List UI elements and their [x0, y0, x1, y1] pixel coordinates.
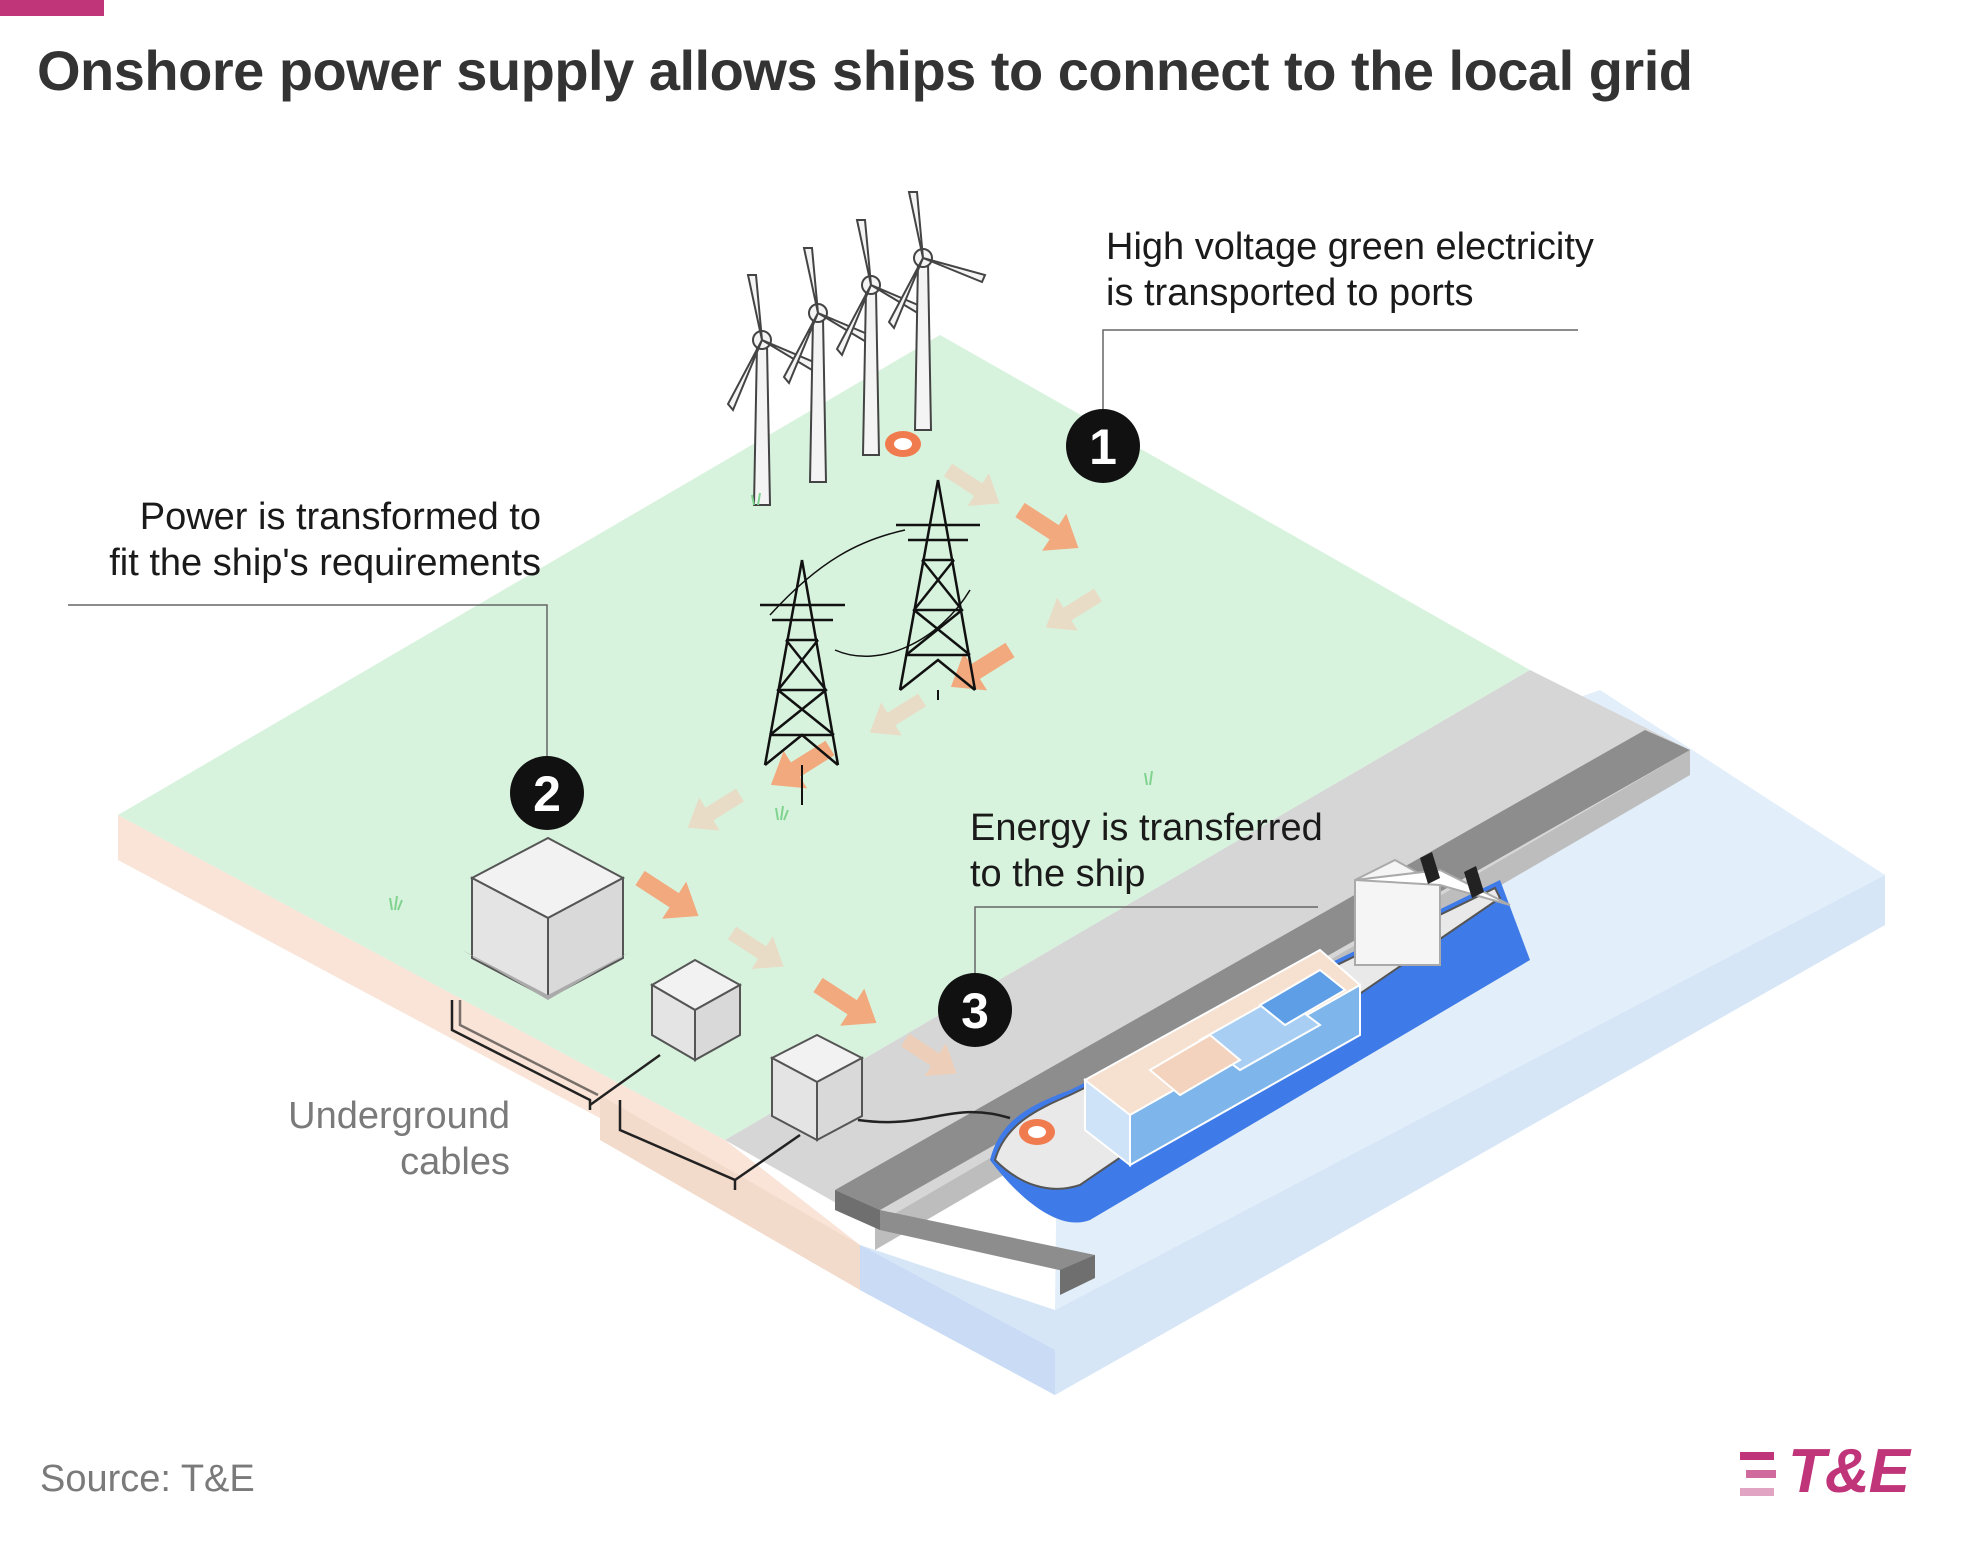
source-note: Source: T&E — [40, 1458, 255, 1500]
container-ship — [990, 852, 1530, 1223]
svg-text:1: 1 — [1089, 419, 1117, 475]
power-pylons — [760, 479, 980, 805]
ship-superstructure — [1354, 852, 1511, 966]
connection-marker — [885, 431, 921, 457]
underground-cables — [450, 1000, 1011, 1190]
logo-mark-icon — [1740, 1452, 1776, 1496]
land-edge — [118, 815, 860, 1290]
page-title: Onshore power supply allows ships to con… — [37, 39, 1693, 102]
transformer-small — [769, 1033, 865, 1142]
ship-connection-marker — [1019, 1119, 1055, 1145]
step-2-label: Power is transformed to fit the ship's r… — [109, 496, 541, 584]
containers — [1083, 948, 1362, 1168]
accent-bar — [0, 0, 104, 16]
wind-turbine — [782, 247, 874, 483]
step-badge-1: 1 — [1066, 409, 1140, 483]
underground-cables-label: Underground cables — [288, 1095, 510, 1183]
transformer-medium — [650, 958, 743, 1062]
step-3-label: Energy is transferred to the ship — [970, 807, 1323, 895]
grass-tufts — [389, 492, 1153, 911]
svg-text:3: 3 — [961, 983, 989, 1039]
wind-turbine — [887, 191, 987, 431]
wind-turbine — [835, 219, 927, 456]
power-pylon — [896, 479, 980, 691]
step-badge-3: 3 — [938, 973, 1012, 1047]
power-pylon — [760, 559, 845, 766]
wind-turbine — [726, 274, 818, 506]
wind-turbines — [726, 191, 987, 506]
svg-text:2: 2 — [533, 766, 561, 822]
te-logo: T&E — [1736, 1437, 1936, 1508]
leader-lines — [68, 329, 1578, 978]
step-badge-2: 2 — [510, 756, 584, 830]
transformer-large — [462, 836, 630, 1000]
step-1-label: High voltage green electricity is transp… — [1106, 226, 1594, 314]
